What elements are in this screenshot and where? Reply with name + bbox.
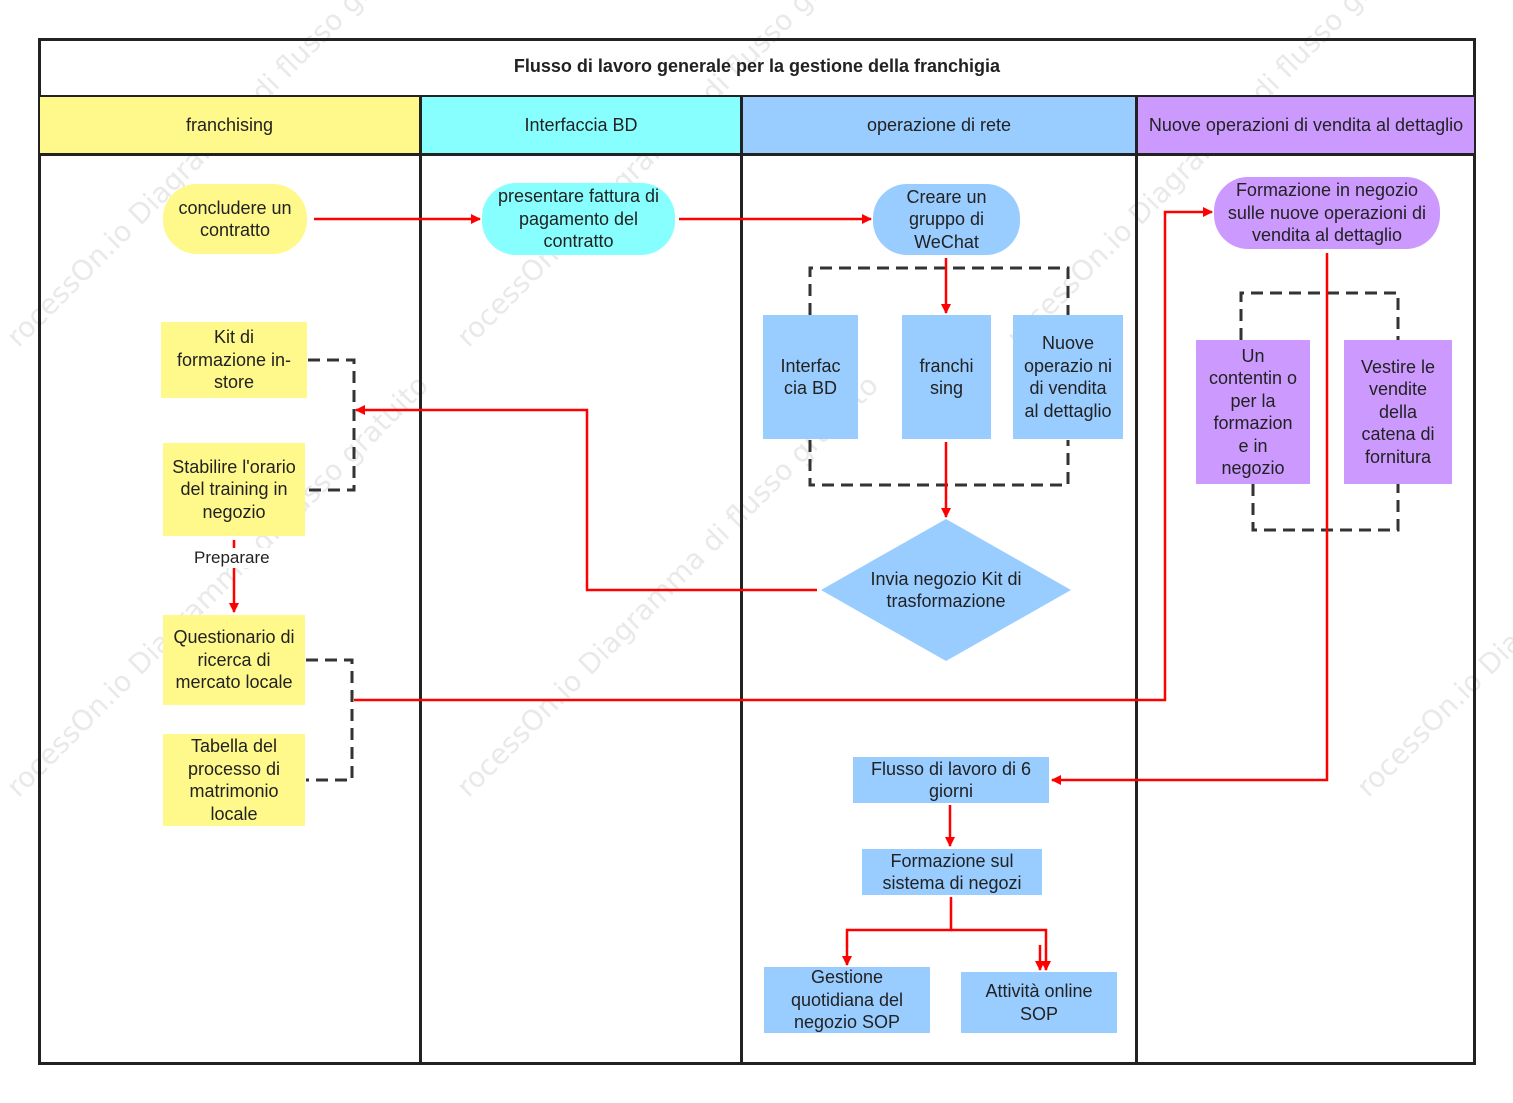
lane-header-interfaccia-bd: Interfaccia BD [422, 97, 740, 156]
bracket-connector [306, 358, 356, 492]
arrow [1051, 253, 1329, 785]
bracket-connector [808, 440, 1070, 487]
interfaccia-bd-box: Interfac cia BD [763, 315, 858, 439]
arrow [355, 405, 817, 592]
fattura-node: presentare fattura di pagamento del cont… [482, 183, 675, 255]
questionario-node: Questionario di ricerca di mercato local… [163, 615, 305, 705]
gestione-sop-node: Gestione quotidiana del negozio SOP [764, 967, 930, 1033]
invia-kit-node: Invia negozio Kit di trasformazione [870, 568, 1022, 612]
arrow [842, 897, 953, 966]
invia-kit-diamond [821, 519, 1071, 661]
bracket-connector [306, 658, 354, 782]
bracket-connector [1239, 291, 1400, 340]
formazione-negozio-node: Formazione in negozio sulle nuove operaz… [1214, 177, 1440, 249]
diagram-title: Flusso di lavoro generale per la gestion… [38, 38, 1476, 98]
lane-header-franchising: franchising [40, 97, 419, 156]
concludere-contratto-node: concludere un contratto [163, 184, 307, 254]
lane-divider [1135, 97, 1138, 1065]
lane-header-operazione-di-rete: operazione di rete [743, 97, 1135, 156]
vestire-vendite-node: Vestire le vendite della catena di forni… [1344, 340, 1452, 484]
preparare-label: Preparare [192, 548, 272, 568]
franchising-box: franchi sing [902, 315, 991, 439]
arrow [951, 928, 1051, 971]
stabilire-orario-node: Stabilire l'orario del training in negoz… [163, 443, 305, 536]
lane-header-nuove-operazioni: Nuove operazioni di vendita al dettaglio [1138, 97, 1474, 156]
kit-formazione-node: Kit di formazione in-store [161, 322, 307, 398]
tabella-node: Tabella del processo di matrimonio local… [163, 734, 305, 826]
nuove-operazioni-box: Nuove operazio ni di vendita al dettagli… [1013, 315, 1123, 439]
arrow [354, 207, 1213, 702]
formazione-sistema-node: Formazione sul sistema di negozi [862, 849, 1042, 895]
lane-divider [740, 97, 743, 1065]
bracket-connector [1251, 484, 1400, 532]
lane-divider [419, 97, 422, 1065]
attivita-sop-node: Attività online SOP [961, 972, 1117, 1033]
diagram-frame [38, 38, 1476, 1065]
wechat-node: Creare un gruppo di WeChat [873, 184, 1020, 255]
flusso-6-giorni-node: Flusso di lavoro di 6 giorni [853, 757, 1049, 803]
bracket-connector [808, 266, 1070, 315]
contenuto-formazione-node: Un contentin o per la formazion e in neg… [1196, 340, 1310, 484]
